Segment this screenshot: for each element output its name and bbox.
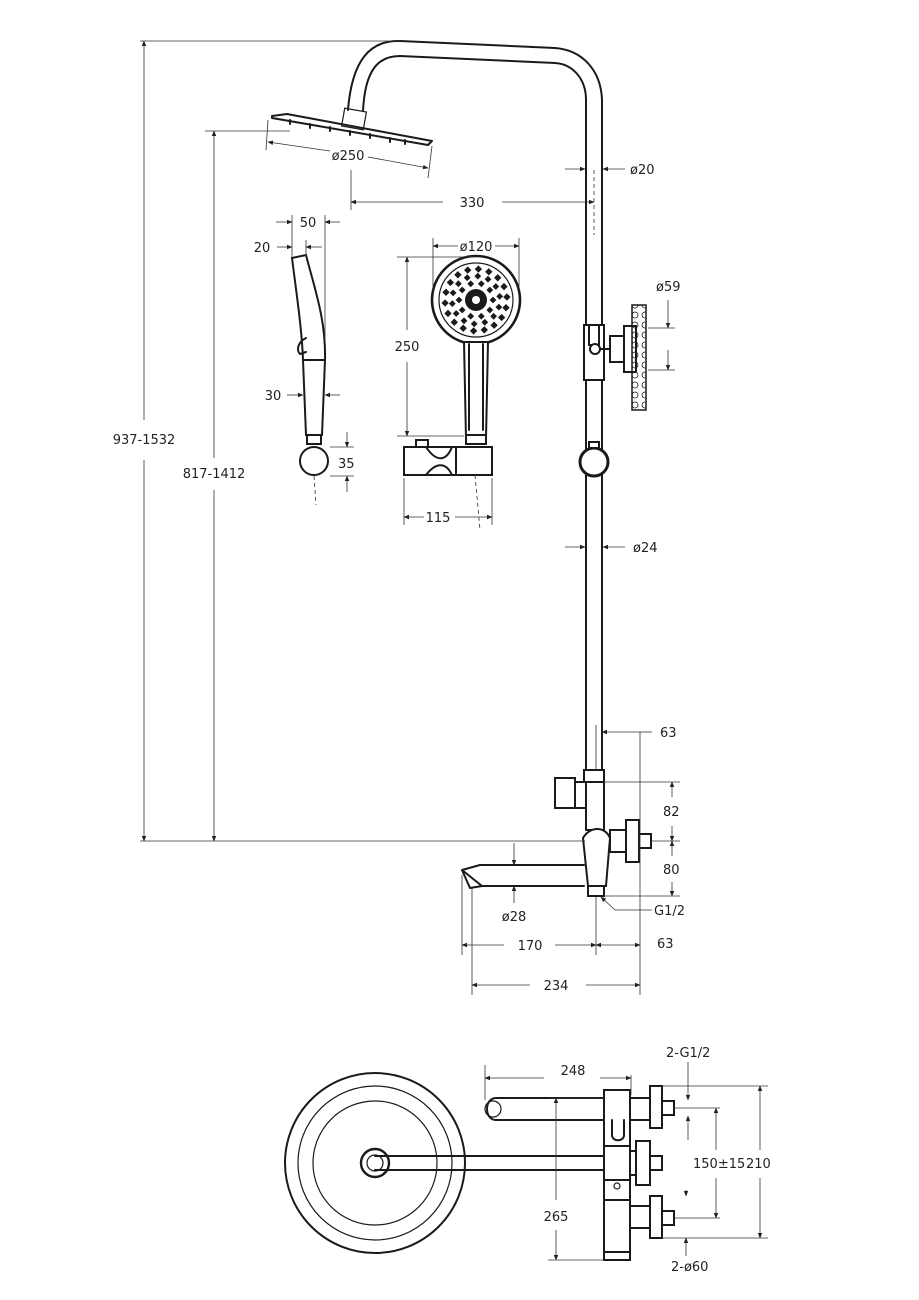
dim-head-diameter: ø250 — [332, 149, 365, 164]
dim-hand-width: 50 — [300, 216, 317, 231]
dim-overall-width: 210 — [746, 1157, 771, 1172]
dim-inner-reach: 265 — [544, 1210, 569, 1225]
nozzle — [455, 296, 463, 304]
nozzle — [444, 309, 452, 318]
nozzle — [459, 324, 467, 332]
dim-overall-depth: 234 — [544, 979, 569, 994]
nozzle — [467, 312, 475, 320]
top-arm — [347, 39, 603, 331]
dim-hook-width: 115 — [426, 511, 451, 526]
nozzle — [442, 288, 450, 296]
nozzle — [448, 300, 456, 307]
nozzle — [492, 283, 500, 290]
nozzle — [450, 318, 458, 326]
nozzle — [497, 313, 506, 322]
mixer-body — [461, 769, 652, 897]
dim-head-height: 817-1412 — [183, 467, 246, 482]
dim-connection-thread: G1/2 — [654, 904, 685, 919]
hand-shower-side — [290, 253, 329, 506]
side-view-labels: 937-1532 817-1412 ø250 330 ø20 50 20 ø12… — [113, 149, 685, 994]
top-view-mixer — [603, 1085, 675, 1261]
dim-riser-top-diameter: ø20 — [630, 163, 655, 178]
nozzle — [469, 327, 478, 335]
nozzle — [486, 286, 494, 294]
top-view-dimensions — [484, 1062, 768, 1261]
hand-shower-front — [403, 254, 522, 531]
dim-hand-length: 250 — [395, 340, 420, 355]
top-view-head — [284, 1072, 466, 1254]
dim-upper-gap: 82 — [663, 805, 680, 820]
nozzle — [474, 272, 482, 280]
overhead-shower-head — [271, 107, 433, 146]
dim-flange-diameter: 2-ø60 — [671, 1260, 708, 1275]
dim-riser-offset: 63 — [660, 726, 677, 741]
nozzle — [449, 289, 457, 297]
dim-hand-offset: 20 — [254, 241, 271, 256]
nozzle — [480, 326, 488, 334]
nozzle — [503, 293, 511, 301]
nozzle — [485, 268, 493, 276]
dim-hook-height: 35 — [338, 457, 355, 472]
nozzle — [486, 306, 494, 314]
dim-inlet-spacing: 150±15 — [693, 1157, 745, 1172]
nozzle — [495, 303, 503, 311]
side-view-dimensions — [140, 40, 680, 995]
nozzle — [454, 271, 462, 279]
dim-total-height: 937-1532 — [113, 433, 176, 448]
nozzle — [446, 278, 455, 287]
top-view-spout — [484, 1097, 605, 1121]
side-view: 937-1532 817-1412 ø250 330 ø20 50 20 ø12… — [113, 39, 685, 995]
nozzle — [494, 274, 502, 282]
dim-lower-gap: 80 — [663, 863, 680, 878]
nozzle — [502, 304, 510, 312]
nozzle — [463, 274, 471, 282]
dim-wall-bracket-diameter: ø59 — [656, 280, 681, 295]
nozzle — [490, 312, 497, 320]
nozzle — [460, 317, 468, 325]
nozzle — [441, 299, 449, 307]
top-view: 248 2-G1/2 150±15 210 265 2-ø60 — [284, 1046, 771, 1275]
top-view-labels: 248 2-G1/2 150±15 210 265 2-ø60 — [544, 1046, 771, 1275]
dim-hand-diameter: ø120 — [460, 240, 493, 255]
nozzle — [464, 266, 472, 274]
dim-spout-length: 170 — [518, 939, 543, 954]
riser-pipe — [578, 304, 647, 771]
nozzle — [477, 280, 485, 288]
dim-top-spout-length: 248 — [561, 1064, 586, 1079]
nozzle — [481, 318, 489, 326]
nozzle — [500, 282, 508, 291]
nozzle — [490, 321, 498, 329]
dim-inlets-thread: 2-G1/2 — [666, 1046, 710, 1061]
dim-riser-diameter: ø24 — [633, 541, 658, 556]
nozzle — [474, 265, 483, 273]
dim-arm-reach: 330 — [460, 196, 485, 211]
dim-spout-diameter: ø28 — [502, 910, 527, 925]
nozzle — [489, 296, 497, 304]
dim-mixer-depth: 63 — [657, 937, 674, 952]
dim-hand-neck: 30 — [265, 389, 282, 404]
